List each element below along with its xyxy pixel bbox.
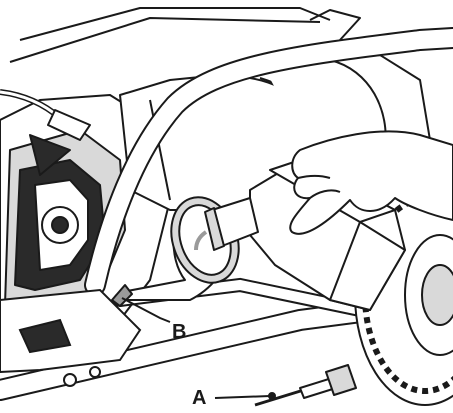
dipstick-icon bbox=[254, 364, 357, 407]
leader-a bbox=[214, 395, 271, 399]
callout-label-b: B bbox=[172, 321, 186, 343]
chassis-base bbox=[0, 288, 142, 387]
hand-icon bbox=[289, 130, 453, 235]
leader-b bbox=[121, 297, 171, 323]
funnel-icon bbox=[111, 196, 240, 307]
frame-tubes bbox=[0, 27, 453, 401]
callout-leaders bbox=[121, 297, 276, 400]
wheel-icon bbox=[354, 184, 453, 406]
callout-label-a: A bbox=[192, 387, 206, 409]
